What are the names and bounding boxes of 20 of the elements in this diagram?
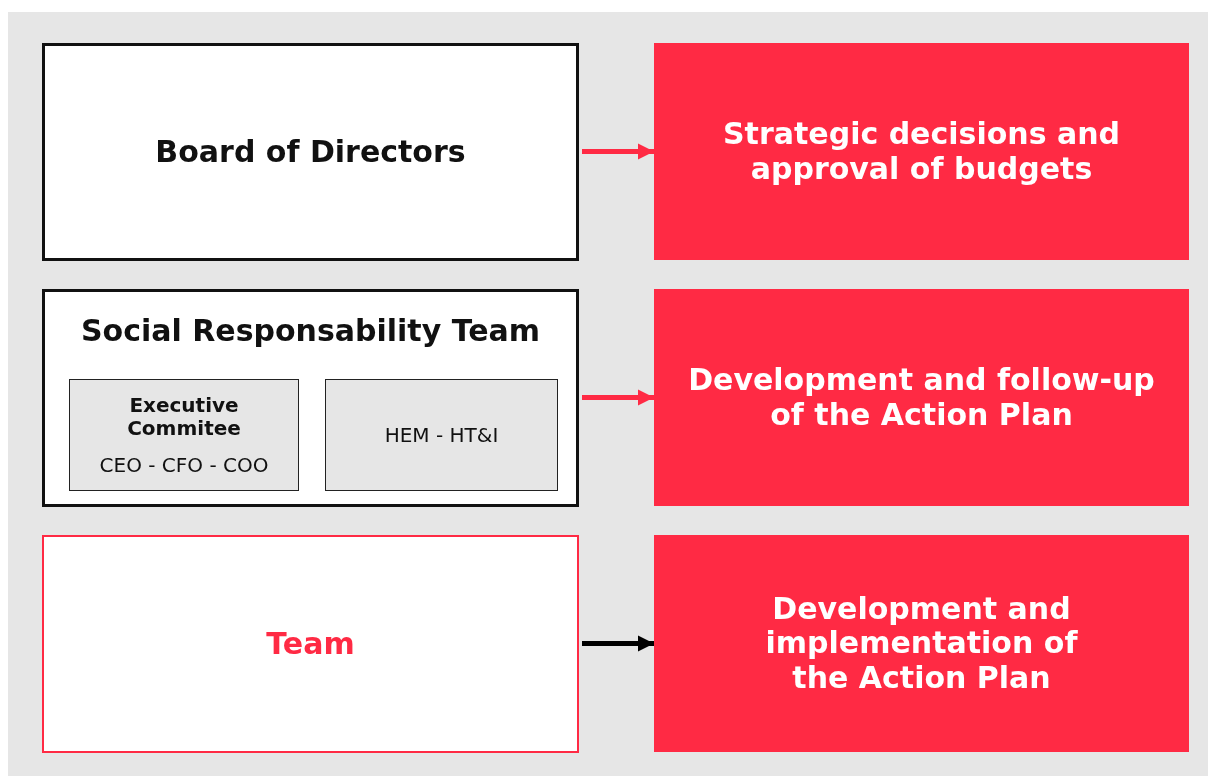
- role-box: [42, 535, 579, 753]
- arrow: [582, 635, 654, 652]
- box-label: Board of Directors: [155, 134, 466, 170]
- group-box: [42, 289, 579, 507]
- box-label: Development and implementation of the Action Plan: [764, 591, 1079, 696]
- responsibility-box: [654, 535, 1189, 752]
- responsibility-box: [654, 289, 1189, 506]
- member-roles: CEO - CFO - COO: [99, 453, 269, 477]
- box-label: Strategic decisions and approval of budgets: [722, 117, 1121, 186]
- box-label: Team: [266, 626, 355, 662]
- group-title: Social Responsability Team: [80, 314, 541, 349]
- responsibility-box: [654, 43, 1189, 260]
- role-box: [42, 43, 579, 261]
- member-name: Executive Commitee: [126, 393, 242, 440]
- member-box: [325, 379, 558, 491]
- member-box: [69, 379, 299, 491]
- arrow: [582, 389, 654, 406]
- box-label: Development and follow-up of the Action Plan: [687, 363, 1156, 432]
- box-label: HEM - HT&I: [384, 423, 499, 447]
- arrow: [582, 143, 654, 160]
